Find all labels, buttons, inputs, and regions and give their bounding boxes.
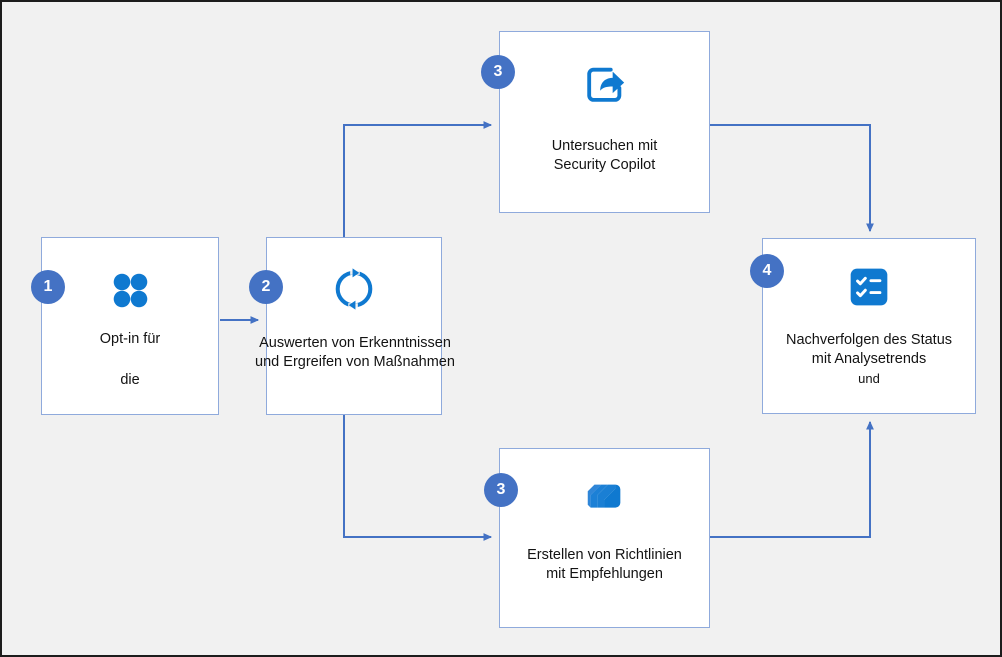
- step-badge-2: 2: [249, 270, 283, 304]
- step-box-4[interactable]: Nachverfolgen des Status mit Analysetren…: [762, 238, 976, 414]
- step-badge-4: 4: [750, 254, 784, 288]
- step-box-3[interactable]: Untersuchen mit Security Copilot: [499, 31, 710, 213]
- share-export-icon: [500, 62, 709, 108]
- step-label-extra-1: die: [120, 372, 140, 388]
- connector-box3-to-box4: [710, 124, 874, 233]
- connector-box2-to-box3: [343, 121, 493, 237]
- step-label-5: Erstellen von Richtlinien mit Empfehlung…: [527, 547, 682, 582]
- step-box-1[interactable]: Opt-in für die: [41, 237, 219, 415]
- step-box-5[interactable]: Erstellen von Richtlinien mit Empfehlung…: [499, 448, 710, 628]
- checklist-icon: [763, 265, 975, 309]
- connector-box2-to-box5: [343, 415, 493, 541]
- layers-stack-icon: [500, 475, 709, 521]
- sync-refresh-icon: [267, 266, 441, 312]
- step-label-extra-4: und: [858, 371, 880, 386]
- step-badge-1: 1: [31, 270, 65, 304]
- four-dots-grid-icon: [42, 266, 218, 314]
- step-label-2: Auswerten von Erkenntnissen und Ergreife…: [255, 335, 455, 370]
- step-label-4: Nachverfolgen des Status mit Analysetren…: [785, 332, 953, 367]
- connector-box5-to-box4: [710, 420, 874, 538]
- step-label-3: Untersuchen mit Security Copilot: [551, 138, 658, 173]
- step-badge-5: 3: [484, 473, 518, 507]
- step-box-2[interactable]: Auswerten von Erkenntnissen und Ergreife…: [255, 237, 455, 415]
- step-label-1: Opt-in für: [99, 331, 161, 347]
- step-badge-3: 3: [481, 55, 515, 89]
